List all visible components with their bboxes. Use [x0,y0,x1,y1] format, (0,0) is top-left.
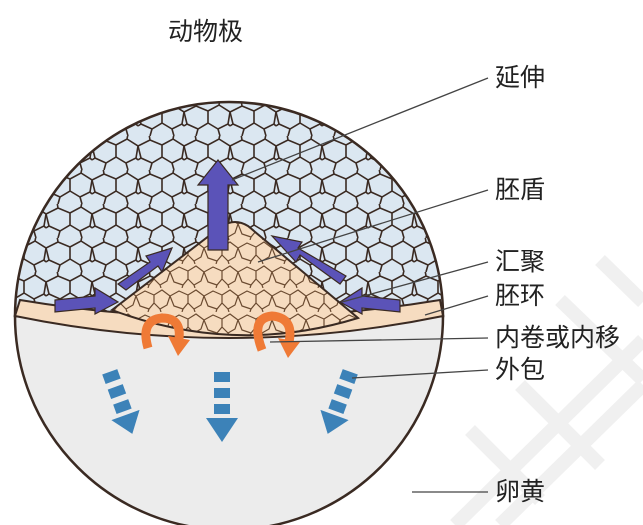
label-epiboly: 外包 [495,355,545,384]
label-convergence: 汇聚 [495,247,545,276]
label-involution: 内卷或内移 [495,323,620,352]
label-yolk: 卵黄 [495,477,545,506]
label-embryonic-shield: 胚盾 [495,175,545,204]
watermark-stamp [455,260,643,525]
label-germ-ring: 胚环 [495,281,545,310]
label-extension: 延伸 [495,63,545,92]
label-animal-pole: 动物极 [168,17,243,46]
